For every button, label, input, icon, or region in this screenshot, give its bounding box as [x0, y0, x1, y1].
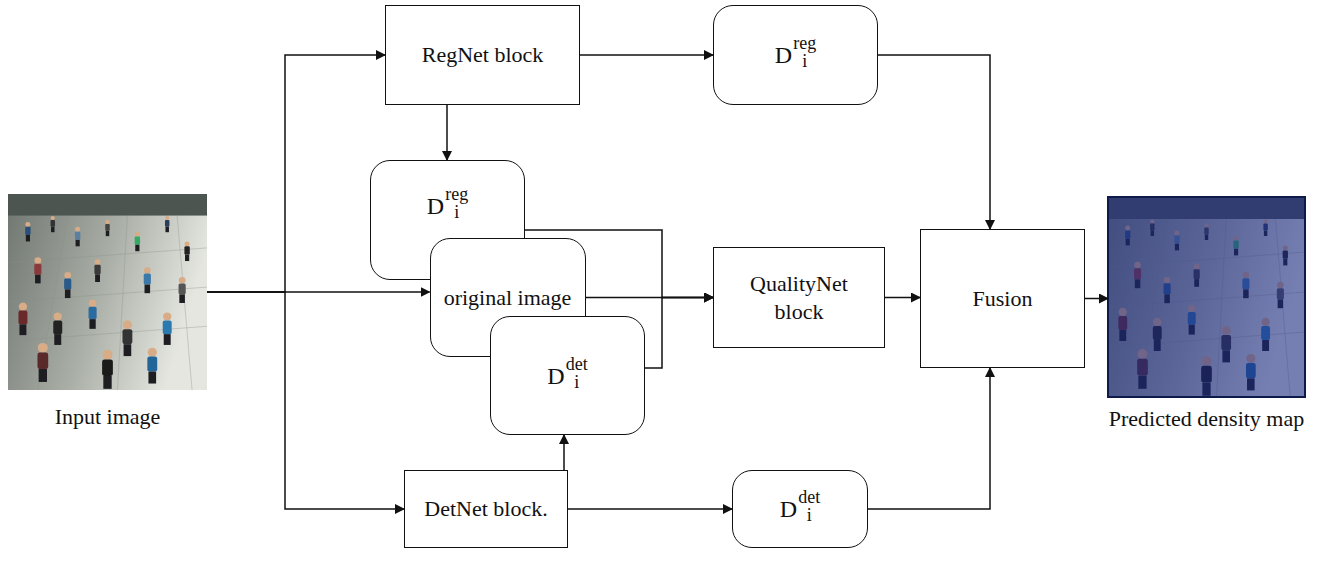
- superscript: det: [566, 355, 588, 373]
- box-content: DetNet block.: [424, 495, 547, 523]
- density-map-overlay: [1108, 197, 1305, 397]
- arrow-connector: [885, 297, 920, 299]
- arrow-connector: [645, 298, 713, 369]
- process-box: DetNet block.: [404, 470, 568, 548]
- superscript: reg: [445, 185, 468, 203]
- text-stack: original image: [444, 284, 572, 312]
- box-content: Dregi: [427, 191, 468, 221]
- arrow-connector: [568, 508, 732, 510]
- subscript: i: [445, 203, 468, 221]
- box-content: Ddeti: [547, 361, 587, 391]
- box-label: DetNet block.: [424, 495, 547, 523]
- box-content: QualityNet block: [739, 270, 859, 325]
- box-label: RegNet block: [422, 41, 544, 69]
- process-box: QualityNet block: [713, 247, 885, 348]
- box-label: QualityNet block: [739, 270, 859, 325]
- math-symbol: Dregi: [775, 40, 816, 70]
- arrow-connector: [878, 55, 990, 229]
- process-box: RegNet block: [385, 5, 580, 105]
- box-label: Fusion: [973, 285, 1033, 313]
- box-content: Fusion: [973, 285, 1033, 313]
- symbol-base: D: [427, 194, 444, 218]
- arrow-connector: [1085, 298, 1108, 300]
- process-box: Fusion: [920, 229, 1085, 368]
- input-crowd-photo: [8, 194, 207, 390]
- script-stack: deti: [798, 494, 820, 524]
- image-node: Predicted density map: [1108, 197, 1305, 397]
- arrow-connector: [868, 368, 990, 509]
- data-box: Ddeti: [490, 316, 645, 435]
- box-content: RegNet block: [422, 41, 544, 69]
- superscript: det: [798, 488, 820, 506]
- superscript: reg: [793, 34, 816, 52]
- image-node: Input image: [8, 194, 207, 390]
- math-symbol: Ddeti: [780, 494, 820, 524]
- math-symbol: Ddeti: [547, 361, 587, 391]
- image-caption: Input image: [55, 404, 161, 430]
- text-stack: DetNet block.: [424, 495, 547, 523]
- symbol-base: D: [775, 43, 792, 67]
- data-box: Dregi: [713, 5, 878, 105]
- box-content: Dregi: [775, 40, 816, 70]
- symbol-base: D: [780, 497, 797, 521]
- arrow-connector: [446, 105, 448, 160]
- script-stack: deti: [566, 361, 588, 391]
- image-caption: Predicted density map: [1109, 406, 1305, 432]
- script-stack: regi: [793, 40, 816, 70]
- math-symbol: Dregi: [427, 191, 468, 221]
- text-stack: RegNet block: [422, 41, 544, 69]
- subscript: i: [798, 506, 820, 524]
- arrow-connector: [207, 292, 404, 509]
- box-label: original image: [444, 284, 572, 312]
- box-content: original image: [444, 284, 572, 312]
- arrow-connector: [580, 54, 713, 56]
- subscript: i: [566, 373, 588, 391]
- script-stack: regi: [445, 191, 468, 221]
- arrow-connector: [207, 55, 385, 292]
- subscript: i: [793, 52, 816, 70]
- arrow-connector: [563, 435, 565, 470]
- text-stack: Fusion: [973, 285, 1033, 313]
- text-stack: QualityNet block: [739, 270, 859, 325]
- data-box: Ddeti: [732, 470, 868, 548]
- symbol-base: D: [547, 364, 564, 388]
- box-content: Ddeti: [780, 494, 820, 524]
